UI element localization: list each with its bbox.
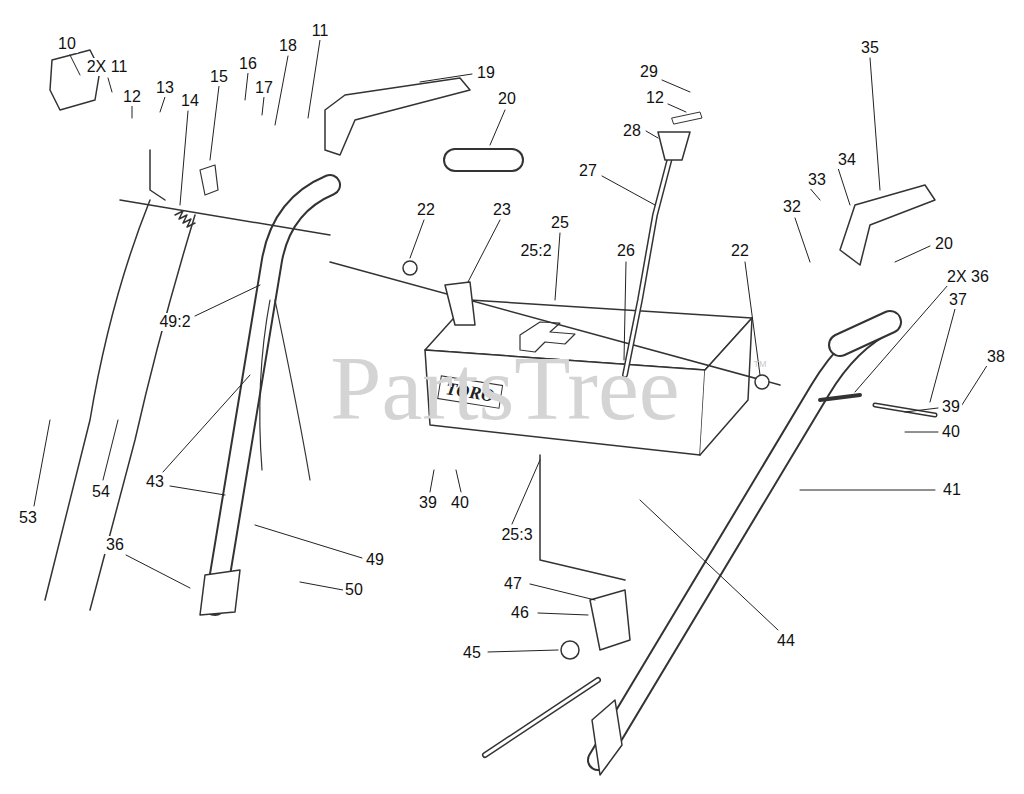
callout-number: 47	[502, 575, 524, 593]
callout-number: 53	[17, 509, 39, 527]
callout-number: 25	[549, 214, 571, 232]
callout-number: 40	[449, 494, 471, 512]
callout-number: 40	[940, 423, 962, 441]
callout-number: 27	[577, 162, 599, 180]
callout-number: 37	[947, 291, 969, 309]
callout-number: 33	[806, 171, 828, 189]
callout-number: 34	[836, 151, 858, 169]
callout-number: 45	[461, 644, 483, 662]
callout-number: 23	[491, 201, 513, 219]
callout-number: 10	[56, 35, 78, 53]
callout-number: 19	[475, 64, 497, 82]
callout-number: 14	[179, 92, 201, 110]
callout-number: 28	[621, 122, 643, 140]
callout-number: 17	[253, 79, 275, 97]
callout-number: 11	[310, 22, 331, 40]
callout-number: 26	[615, 242, 637, 260]
callout-number: 36	[104, 536, 126, 554]
callout-number: 38	[985, 348, 1007, 366]
callout-number: 39	[940, 398, 962, 416]
callout-number: 16	[237, 55, 259, 73]
callout-number: 46	[509, 604, 531, 622]
callout-number: 12	[644, 89, 666, 107]
callout-number: 13	[154, 79, 176, 97]
callout-number: 43	[144, 473, 166, 491]
callout-number: 12	[121, 88, 143, 106]
callout-number: 50	[343, 581, 365, 599]
callout-number: 29	[638, 63, 660, 81]
callout-number: 20	[933, 235, 955, 253]
callout-number: 18	[277, 37, 299, 55]
callout-number: 49:2	[157, 313, 192, 331]
callout-number: 15	[208, 68, 230, 86]
callout-number: 39	[417, 494, 439, 512]
trademark-mark: TM	[754, 360, 767, 369]
callout-number: 25:2	[518, 242, 553, 260]
callout-number: 22	[415, 201, 437, 219]
callout-number: 54	[90, 483, 112, 501]
callout-number: 2X 36	[945, 268, 991, 286]
callout-number: 32	[781, 198, 803, 216]
watermark: PartsTree	[330, 342, 679, 434]
callout-number: 41	[941, 481, 963, 499]
callout-number: 25:3	[499, 526, 534, 544]
callout-number: 2X 11	[85, 58, 130, 76]
callout-number: 49	[364, 551, 386, 569]
callout-number: 20	[496, 90, 518, 108]
callout-number: 44	[775, 632, 797, 650]
callout-number: 22	[729, 242, 751, 260]
callout-number: 35	[859, 39, 881, 57]
